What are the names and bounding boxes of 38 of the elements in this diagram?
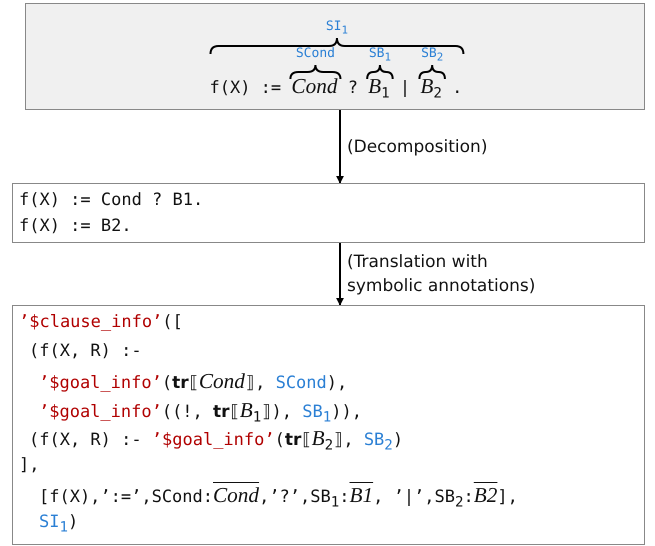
string-literal: ’$clause_info’ (19, 312, 162, 332)
annotation-label: SB$_{1}$ (368, 46, 392, 64)
code-text: ) (68, 512, 78, 532)
code-text: (f(X, R) :- (29, 430, 142, 450)
annotation-label: SB$_{2}$ (421, 46, 444, 64)
code-line: f(X) := B2. (19, 216, 132, 236)
code-box (12, 183, 645, 243)
overlined-term: B2 (474, 487, 498, 507)
string-literal: ’$goal_info’ (39, 402, 162, 422)
annotation-label: SI$_{1}$ (326, 19, 348, 37)
annotation-label: SB$_{1}$ (302, 402, 332, 422)
code-text: ], (497, 487, 518, 507)
string-literal: ’$goal_info’ (152, 430, 275, 450)
code-text: ((!, tr⟦B$_{1}$⟧), (162, 402, 292, 422)
arrow (336, 243, 344, 306)
arrow (336, 110, 344, 184)
code-text: ), (326, 373, 348, 393)
code-text: [f(X),’:=’,SCond: (39, 487, 213, 507)
code-line: f(X) := Cond ? B1. (19, 190, 204, 210)
annotation-label: SCond (296, 46, 335, 61)
overlined-term: Cond (213, 487, 260, 507)
formula: f(X) := Cond ? B$_{1}$ | B$_{2}$ . (210, 74, 462, 102)
string-literal: ’$goal_info’ (39, 373, 162, 393)
annotation-label: SB$_{2}$ (364, 430, 393, 450)
code-text: ) (392, 430, 404, 450)
code-box (12, 305, 645, 545)
code-text: , ’|’,SB$_{2}$: (373, 487, 474, 507)
code-text: ([ (162, 312, 183, 332)
code-text: ,’?’,SB$_{1}$: (259, 487, 350, 507)
code-text: (f(X, R) :- (29, 340, 142, 360)
overlined-term: B1 (350, 487, 374, 507)
code-text: (tr⟦Cond⟧, (162, 373, 266, 393)
annotation-label: SI$_{1}$ (39, 512, 68, 532)
code-text: )), (331, 402, 362, 422)
annotation-label: SCond (276, 373, 327, 393)
code-text: ], (19, 454, 40, 474)
code-text: (tr⟦B$_{2}$⟧, (274, 430, 354, 450)
formula-box (25, 3, 645, 110)
